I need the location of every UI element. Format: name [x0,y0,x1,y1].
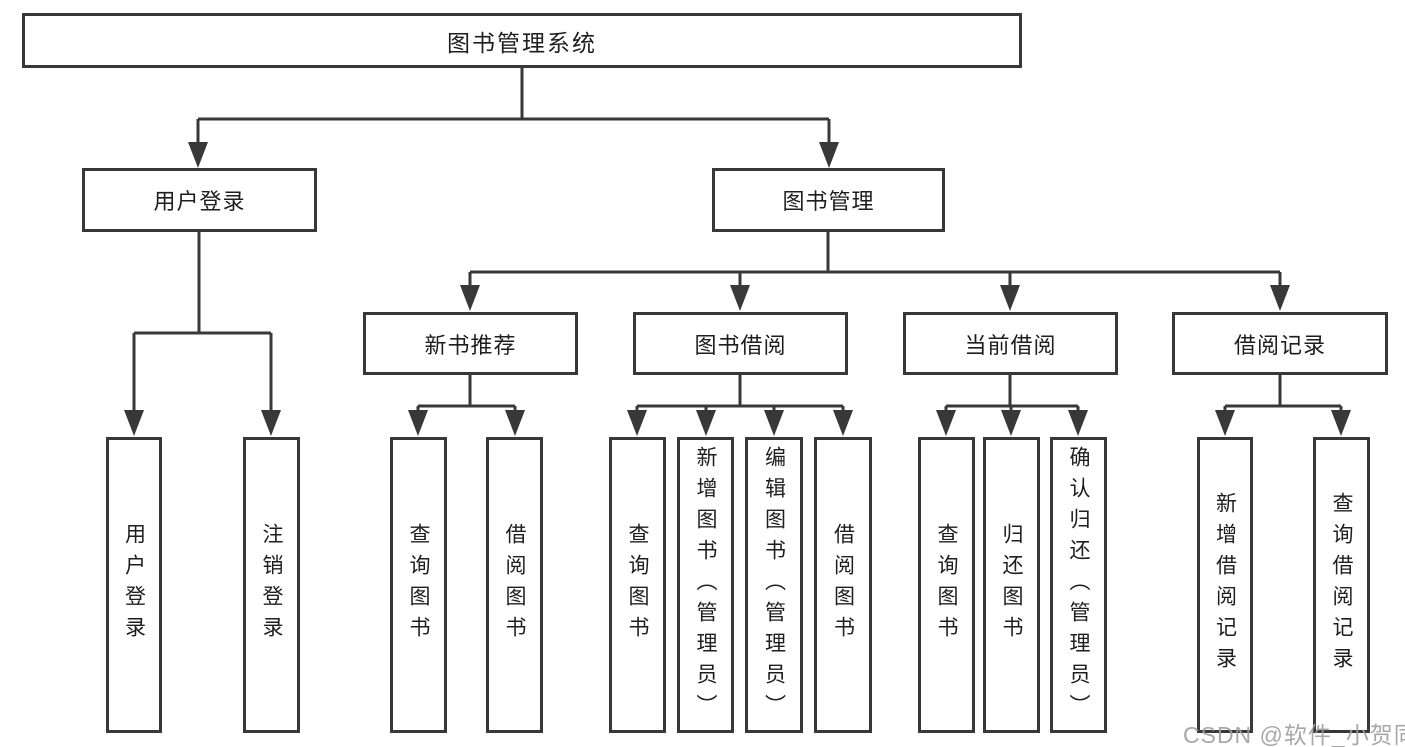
arrowhead [460,285,480,311]
node-leaf-confirm-return-admin-label: 确认归还（管理员） [1067,445,1090,725]
node-leaf-query-book-borrow-label: 查询图书 [626,523,649,647]
arrowhead [764,410,784,436]
node-leaf-user-login: 用户登录 [106,437,162,733]
arrowhead [408,410,428,436]
arrowhead [1270,285,1290,311]
node-leaf-query-book-rec-label: 查询图书 [407,523,430,647]
arrowhead [1001,410,1021,436]
connector-new-book-rec-children [416,375,517,413]
node-book-borrow-label: 图书借阅 [694,332,787,358]
node-leaf-return-book: 归还图书 [983,437,1040,733]
node-borrow-record-label: 借阅记录 [1233,332,1326,358]
arrowhead [188,142,208,168]
node-leaf-query-book-rec: 查询图书 [390,437,447,733]
connector-book-mgmt-children [468,232,1282,288]
arrowhead [936,410,956,436]
node-leaf-query-book-current: 查询图书 [918,437,975,733]
node-leaf-add-borrow-record: 新增借阅记录 [1197,437,1253,733]
connector-current-borrow-children [944,375,1080,413]
node-leaf-borrow-book: 借阅图书 [814,437,872,733]
arrowhead [1068,410,1088,436]
connector-user-login-children [132,232,273,413]
node-new-book-rec: 新书推荐 [363,312,578,375]
node-user-login-label: 用户登录 [153,189,246,214]
node-book-mgmt-label: 图书管理 [782,189,875,214]
node-leaf-edit-book-admin-label: 编辑图书（管理员） [762,445,786,725]
node-root-label: 图书管理系统 [447,29,597,56]
arrowhead [819,142,839,168]
node-root: 图书管理系统 [22,13,1022,68]
node-leaf-query-book-borrow: 查询图书 [609,437,666,733]
arrowhead [730,285,750,311]
connector-root-to-level2 [196,68,831,145]
node-current-borrow: 当前借阅 [903,312,1118,375]
connector-book-borrow-children [635,375,845,413]
node-leaf-add-book-admin: 新增图书（管理员） [677,437,734,733]
arrowhead [833,410,853,436]
node-new-book-rec-label: 新书推荐 [424,332,517,358]
node-user-login: 用户登录 [82,168,317,232]
arrowhead [1000,285,1020,311]
watermark: CSDN @软件_小贺同学 [1183,722,1405,747]
node-leaf-logout-label: 注销登录 [260,523,283,647]
arrowhead [696,410,716,436]
arrowhead [261,410,281,436]
arrowhead [505,410,525,436]
node-book-mgmt: 图书管理 [712,168,945,232]
node-leaf-add-borrow-record-label: 新增借阅记录 [1213,492,1237,678]
arrowhead [1215,410,1235,436]
node-leaf-query-book-current-label: 查询图书 [935,523,958,647]
node-leaf-user-login-label: 用户登录 [122,523,146,647]
connector-borrow-record-children [1223,375,1343,413]
node-leaf-logout: 注销登录 [243,437,300,733]
node-leaf-borrow-book-label: 借阅图书 [831,523,855,647]
node-current-borrow-label: 当前借阅 [964,332,1057,358]
node-leaf-query-borrow-record: 查询借阅记录 [1313,437,1370,733]
node-leaf-borrow-book-rec-label: 借阅图书 [503,523,526,647]
node-leaf-edit-book-admin: 编辑图书（管理员） [745,437,803,733]
node-book-borrow: 图书借阅 [633,312,848,375]
arrowhead [1331,410,1351,436]
node-borrow-record: 借阅记录 [1172,312,1388,375]
node-leaf-add-book-admin-label: 新增图书（管理员） [694,445,717,725]
node-leaf-borrow-book-rec: 借阅图书 [486,437,543,733]
arrowhead [124,410,144,436]
node-leaf-return-book-label: 归还图书 [1000,523,1023,647]
node-leaf-query-borrow-record-label: 查询借阅记录 [1330,492,1353,678]
arrowhead [627,410,647,436]
node-leaf-confirm-return-admin: 确认归还（管理员） [1050,437,1107,733]
